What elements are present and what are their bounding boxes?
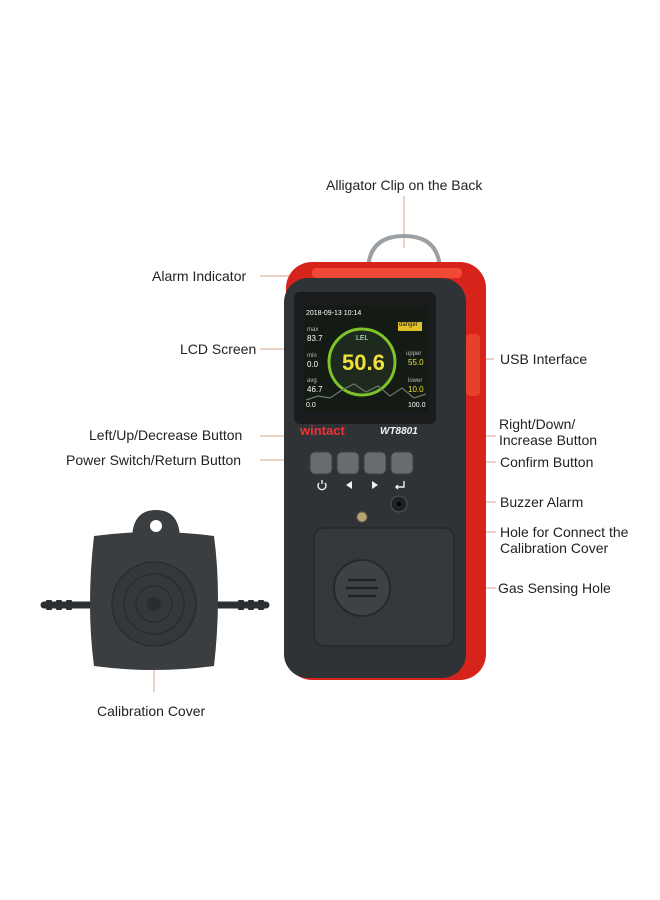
model-label: WT8801 [380,426,418,437]
enter-icon [395,481,405,490]
label-power-return: Power Switch/Return Button [66,452,242,468]
screen-upper-label: upper [406,351,422,357]
screen-min-label: min [307,353,317,359]
label-alarm-indicator: Alarm Indicator [152,268,247,284]
screen-upper-value: 55.0 [408,358,424,367]
power-return-button [309,451,333,475]
gauge-ring [327,327,397,397]
label-alligator-clip: Alligator Clip on the Back [326,177,483,193]
status-badge-bg [398,322,422,331]
left-arrow-icon [346,481,352,489]
screen-status-badge: danger [399,322,418,328]
label-usb-interface: USB Interface [500,351,588,367]
calibration-hole-icon [356,511,368,523]
clip-ring [366,233,442,273]
screen-max-value: 83.7 [307,334,323,343]
screen-avg-label: avg [307,378,317,384]
screen-unit: LEL [356,335,369,342]
brand-logo: wintact [300,423,345,438]
screen-reading: 50.6 [342,350,385,375]
screen-lower-value: 10.0 [408,385,424,394]
label-confirm: Confirm Button [500,454,594,470]
left-up-button [336,451,360,475]
label-lcd-screen: LCD Screen [180,341,257,357]
screen-avg-value: 46.7 [307,385,323,394]
calibration-cover [40,510,270,670]
usb-flap [466,334,480,396]
screen-lower-label: lower [408,378,423,384]
trend-line [305,383,427,401]
label-calibration-cover: Calibration Cover [97,703,206,719]
screen-datetime: 2018-09-13 10:14 [306,310,362,317]
label-left-up-decrease: Left/Up/Decrease Button [89,427,243,443]
screen-axis-end: 100.0 [408,402,426,409]
sensor-grille [346,578,378,598]
label-calibration-hole: Hole for Connect the Calibration Cover [500,524,629,556]
screen-axis-start: 0.0 [306,402,316,409]
screen-min-value: 0.0 [307,360,319,369]
power-icon [317,480,327,491]
alarm-indicator-light [312,268,462,278]
label-buzzer: Buzzer Alarm [500,494,584,510]
screen-max-label: max [307,327,319,333]
confirm-button [390,451,414,475]
label-right-down-increase: Right/Down/ Increase Button [499,416,598,448]
label-gas-sensing-hole: Gas Sensing Hole [498,580,611,596]
right-down-button [363,451,387,475]
cover-tab-hole [150,520,162,532]
right-arrow-icon [372,481,378,489]
